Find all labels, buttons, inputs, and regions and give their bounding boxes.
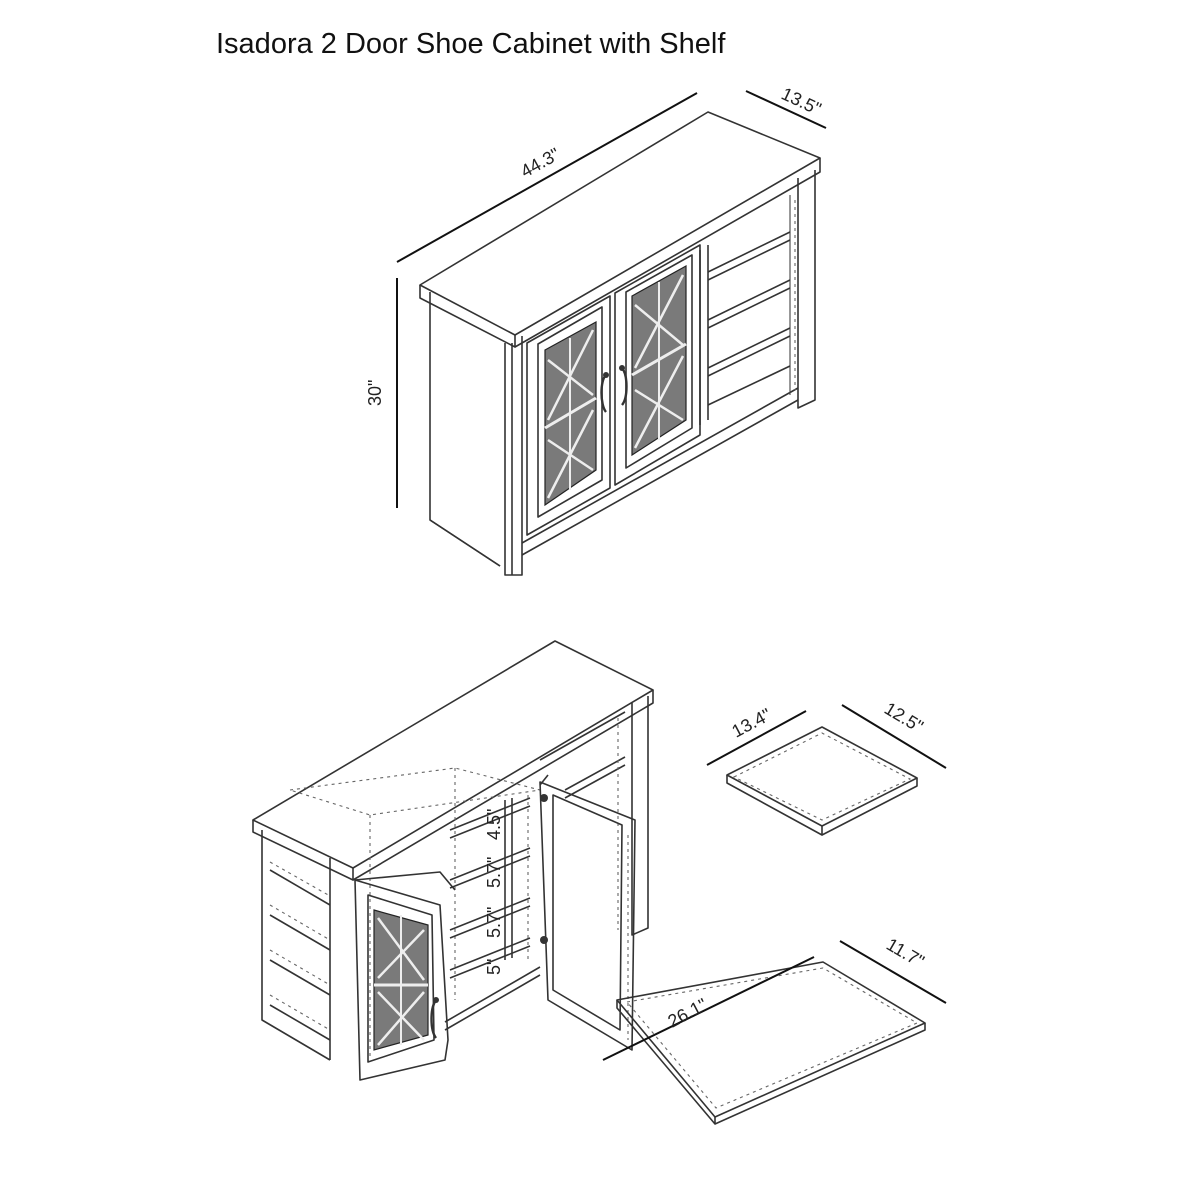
shelf-spacing-third-label: 5.7": [484, 907, 504, 938]
small-shelf-length-label: 13.4": [728, 704, 774, 741]
closed-cabinet-dimensions: [396, 90, 827, 508]
shelf-spacing-bottom-label: 5": [484, 959, 504, 975]
open-cabinet: [252, 640, 654, 1081]
small-shelf-width-label: 12.5": [881, 698, 927, 736]
shelf-spacing-top-label: 4.5": [484, 809, 504, 840]
closed-cabinet: [419, 111, 821, 576]
width-dimension-line: [396, 92, 698, 263]
small-shelf-width-line: [841, 704, 947, 769]
large-shelf-length-line: [602, 956, 815, 1061]
large-shelf-width-label: 11.7": [883, 934, 928, 971]
large-shelf-width-line: [839, 940, 947, 1004]
depth-label: 13.5": [778, 83, 824, 119]
small-shelf-length-line: [706, 710, 807, 766]
height-label: 30": [365, 380, 385, 406]
small-shelf: [706, 704, 947, 836]
diagram-title: Isadora 2 Door Shoe Cabinet with Shelf: [216, 28, 726, 60]
depth-dimension-line: [745, 90, 827, 129]
large-shelf-length-label: 26.1": [664, 994, 710, 1031]
shelf-spacing-second-label: 5.7": [484, 857, 504, 888]
width-label: 44.3": [517, 144, 563, 182]
large-shelf: [602, 940, 947, 1125]
